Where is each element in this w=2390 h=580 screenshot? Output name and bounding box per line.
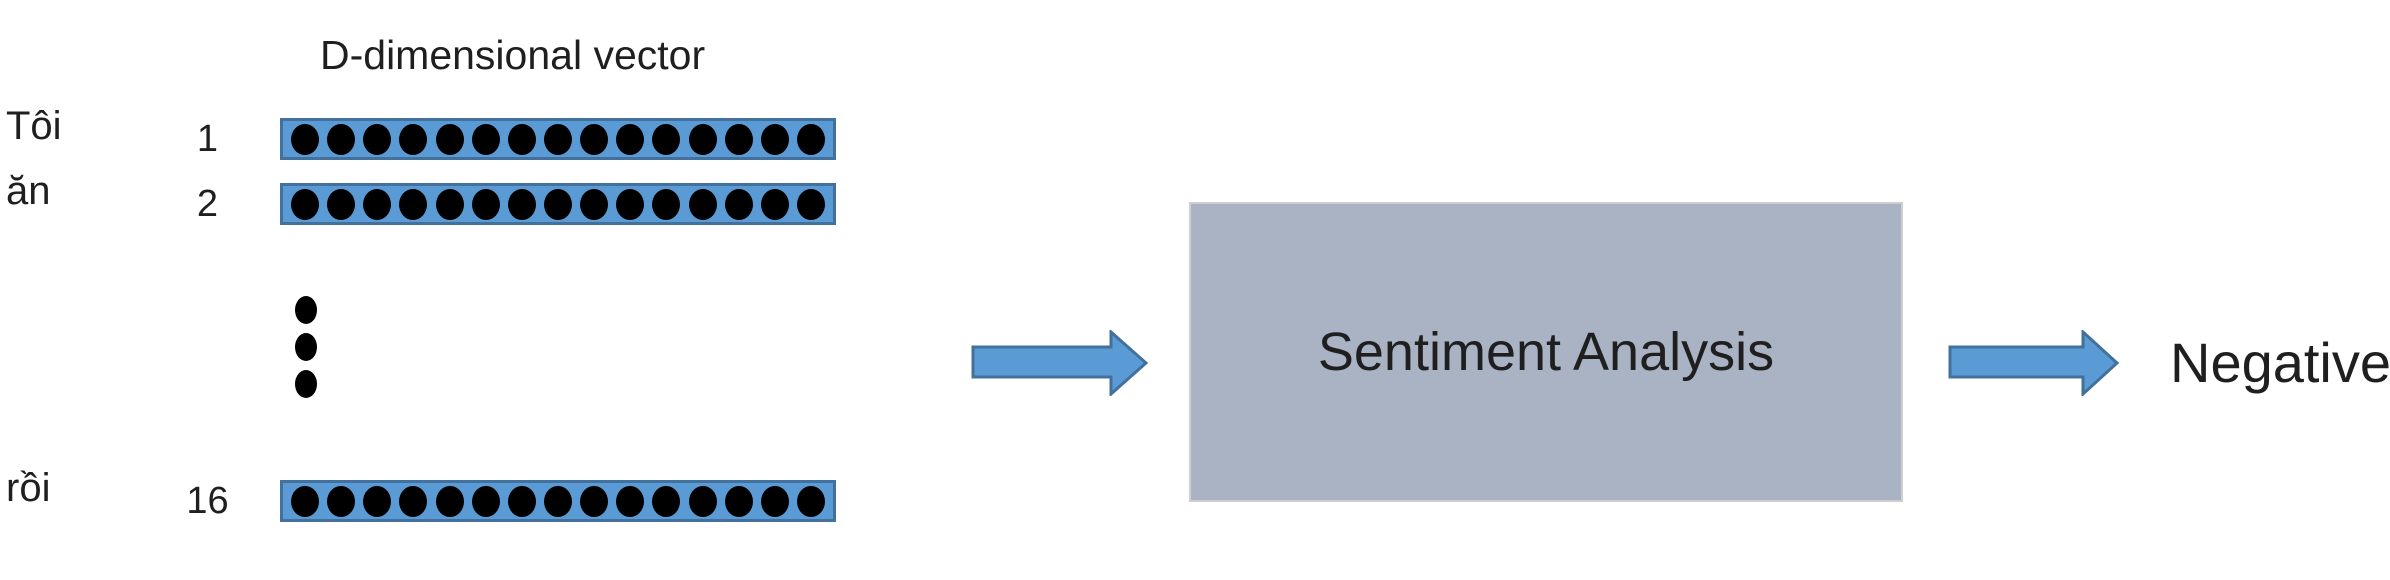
embedding-dot (471, 188, 500, 220)
embedding-dot (327, 485, 356, 517)
embedding-dot (363, 188, 392, 220)
embedding-dot (435, 188, 464, 220)
ellipsis-dot (295, 296, 317, 324)
embedding-dot (435, 485, 464, 517)
vector-bar (280, 183, 836, 225)
vertical-ellipsis (295, 296, 317, 398)
embedding-dot (724, 188, 753, 220)
embedding-dot (688, 123, 717, 155)
embedding-dot (399, 123, 428, 155)
input-arrow-icon (971, 330, 1149, 396)
embedding-dot (363, 485, 392, 517)
word-label: ăn (6, 169, 51, 213)
embedding-dot (580, 123, 609, 155)
embedding-dot (291, 123, 319, 155)
embedding-dot (724, 123, 753, 155)
embedding-dot (543, 188, 572, 220)
embedding-dot (291, 485, 319, 517)
embedding-dot (507, 485, 536, 517)
embedding-dot (543, 485, 572, 517)
row-index: 1 (196, 118, 219, 160)
embedding-dot (796, 188, 825, 220)
embedding-dot (616, 123, 645, 155)
embedding-dot (652, 485, 681, 517)
embedding-dot (291, 188, 319, 220)
embedding-dot (616, 188, 645, 220)
embedding-dot (399, 485, 428, 517)
embedding-dot (507, 188, 536, 220)
embedding-dot (724, 485, 753, 517)
embedding-dot (688, 188, 717, 220)
word-label: rồi (6, 466, 51, 510)
embedding-dot (616, 485, 645, 517)
output-label: Negative (2170, 331, 2390, 394)
embedding-dot (796, 485, 825, 517)
embedding-dot (580, 485, 609, 517)
embedding-dot (580, 188, 609, 220)
embedding-dot (399, 188, 428, 220)
embedding-dot (652, 188, 681, 220)
embedding-dot (327, 188, 356, 220)
sentiment-analysis-box: Sentiment Analysis (1189, 202, 1903, 502)
embedding-dot (688, 485, 717, 517)
ellipsis-dot (295, 370, 317, 398)
sentiment-analysis-label: Sentiment Analysis (1317, 322, 1775, 382)
embedding-dot (471, 485, 500, 517)
embedding-dot (652, 123, 681, 155)
embedding-dot (760, 123, 789, 155)
embedding-dot (760, 188, 789, 220)
word-label: Tôi (6, 104, 62, 148)
embedding-dot (507, 123, 536, 155)
output-arrow-icon (1948, 330, 2120, 396)
row-index: 2 (196, 183, 219, 225)
embedding-dot (435, 123, 464, 155)
vector-bar (280, 118, 836, 160)
vector-bar (280, 480, 836, 522)
embedding-dot (796, 123, 825, 155)
embedding-dot (327, 123, 356, 155)
row-index: 16 (186, 480, 229, 522)
vector-title: D-dimensional vector (320, 32, 706, 78)
embedding-dot (760, 485, 789, 517)
ellipsis-dot (295, 333, 317, 361)
embedding-dot (471, 123, 500, 155)
embedding-dot (363, 123, 392, 155)
embedding-dot (543, 123, 572, 155)
